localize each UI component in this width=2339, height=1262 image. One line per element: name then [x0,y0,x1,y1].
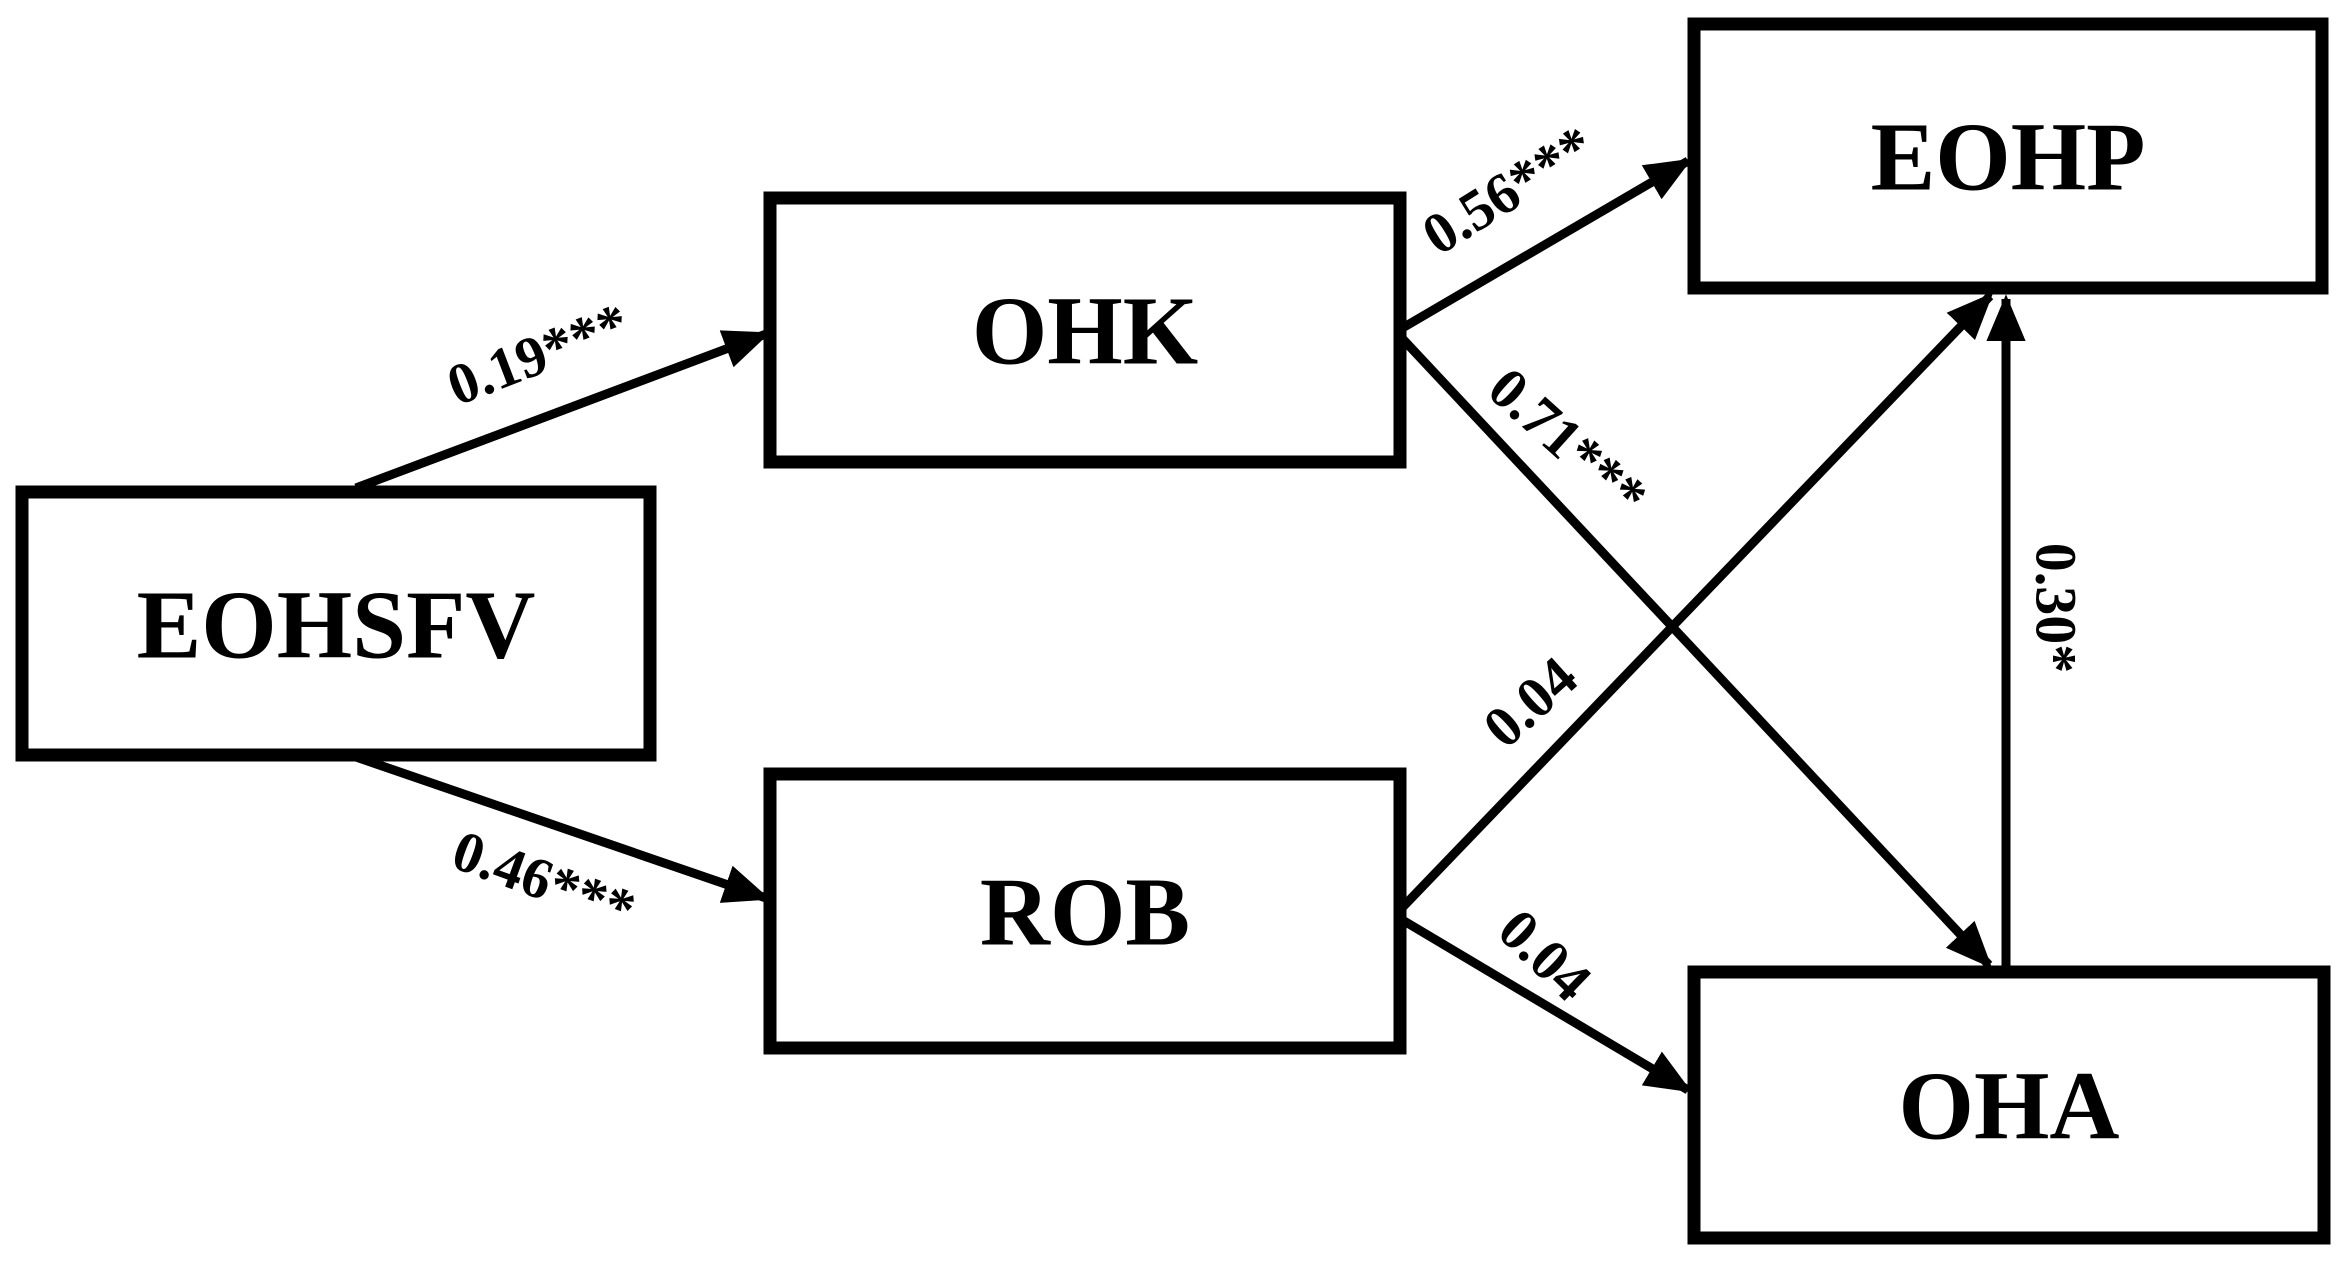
node-box-eohp [1687,17,2329,295]
node-box-oha [1687,965,2331,1245]
node-box-ohk [763,191,1407,469]
node-label-ohk: OHK [972,278,1198,385]
node-ohk: OHK [763,191,1407,469]
edge-rob-to-eohp [1395,292,1994,915]
edge-rob-to-oha [1396,914,1693,1094]
edge-ohk-to-oha [1395,331,1993,969]
edge-ohk-to-eohp [1396,157,1693,334]
node-label-rob: ROB [980,859,1190,966]
node-oha: OHA [1687,965,2331,1245]
node-label-eohp: EOHP [1871,104,2146,211]
node-label-oha: OHA [1899,1053,2120,1160]
node-box-eohsfv [15,485,657,762]
node-eohsfv: EOHSFV [15,485,657,762]
node-eohp: EOHP [1687,17,2329,295]
edge-eohsfv-to-ohk [354,329,771,493]
node-label-eohsfv: EOHSFV [137,572,536,679]
node-rob: ROB [763,767,1407,1055]
edge-label-oha-eohp: 0.30* [2024,543,2089,674]
edge-eohsfv-to-rob [354,752,771,903]
node-box-rob [763,767,1407,1055]
